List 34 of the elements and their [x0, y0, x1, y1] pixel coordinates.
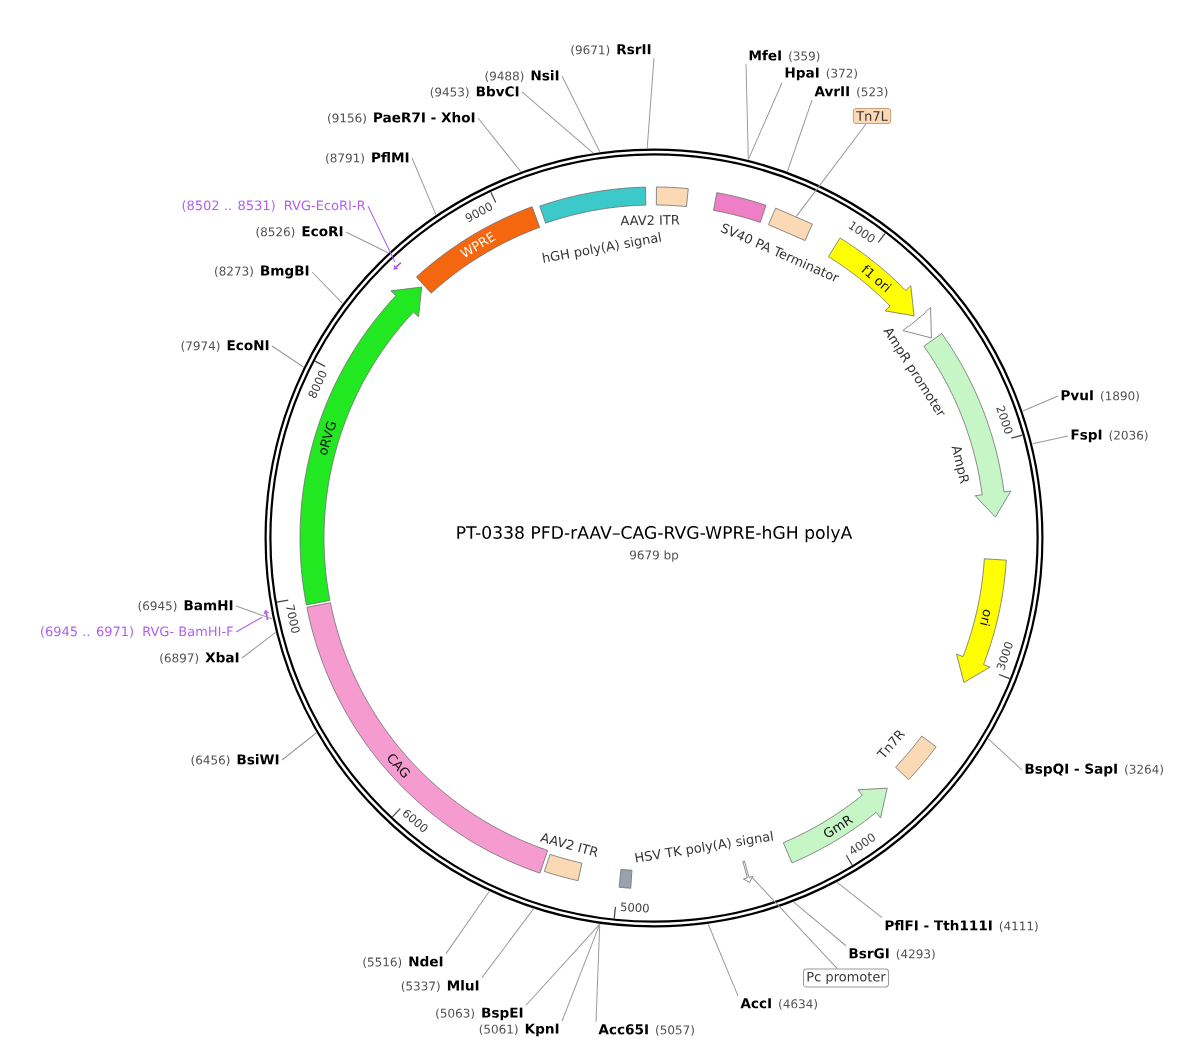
leader-line [561, 923, 601, 1022]
leader-line [795, 123, 867, 218]
leader-line [345, 231, 389, 254]
leader-line [752, 877, 838, 970]
leader-line [271, 345, 304, 368]
leader-line [793, 901, 847, 947]
leader-line [241, 631, 277, 659]
leader-line [786, 99, 813, 172]
leader-line [561, 75, 601, 153]
leader-line [445, 890, 490, 955]
feature-box [768, 207, 813, 241]
leader-line [521, 91, 594, 154]
leader-line [745, 63, 749, 161]
leader-line [481, 908, 534, 979]
primer-mark [393, 261, 402, 270]
leader-line [525, 923, 601, 1006]
leader-line [281, 732, 317, 761]
primer-mark [263, 609, 269, 621]
leader-line [646, 57, 655, 149]
leader-line [836, 881, 883, 919]
leader-line [411, 157, 437, 216]
leader-line [987, 738, 1023, 771]
leader-line [235, 616, 263, 633]
leader-line [747, 82, 783, 161]
leader-line [1031, 435, 1069, 445]
leader-line [595, 923, 601, 1023]
title: PT-0338 PFD-rAAV–CAG-RVG-WPRE-hGH polyA [457, 525, 853, 543]
feature-marker [742, 860, 754, 883]
leader-line [1022, 395, 1059, 412]
leader-line [707, 923, 739, 997]
leader-line [235, 605, 274, 620]
leader-line [311, 271, 344, 304]
leader-line [367, 205, 396, 263]
leader-line [477, 117, 522, 172]
